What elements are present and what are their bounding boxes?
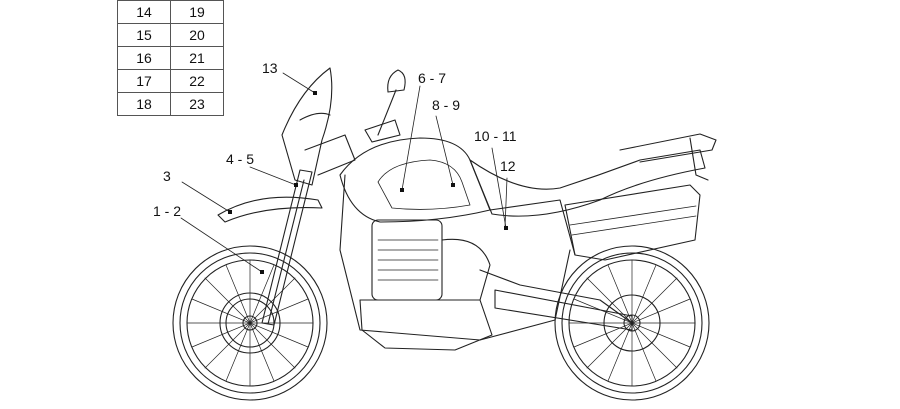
leader-lines <box>180 72 508 273</box>
table-row: 17 22 <box>117 69 224 93</box>
table-cell: 22 <box>170 69 224 93</box>
front-fork <box>261 169 313 326</box>
table-cell: 17 <box>117 69 171 93</box>
table-row: 14 19 <box>117 0 224 24</box>
front-fender <box>217 196 323 223</box>
callout-13: 13 <box>262 60 278 76</box>
frame <box>339 174 633 341</box>
windscreen-fairing <box>281 67 356 186</box>
front-wheel <box>172 245 328 401</box>
callout-dots <box>228 91 508 274</box>
callout-10-11: 10 - 11 <box>474 128 517 144</box>
fuel-tank <box>339 137 491 223</box>
callout-1-2: 1 - 2 <box>153 203 182 219</box>
luggage-rack <box>619 133 717 181</box>
table-cell: 21 <box>170 46 224 70</box>
callout-3: 3 <box>163 168 171 184</box>
table-cell: 14 <box>117 0 171 24</box>
table-row: 16 21 <box>117 46 224 70</box>
engine <box>359 219 493 351</box>
table-cell: 18 <box>117 92 171 116</box>
side-case <box>564 184 701 261</box>
mirror <box>364 69 406 143</box>
table-cell: 23 <box>170 92 224 116</box>
reference-number-table: 14 19 15 20 16 21 17 22 18 23 <box>117 0 224 116</box>
callout-12: 12 <box>500 158 516 174</box>
callout-6-7: 6 - 7 <box>418 70 447 86</box>
callout-8-9: 8 - 9 <box>432 97 461 113</box>
callout-4-5: 4 - 5 <box>226 151 255 167</box>
table-row: 18 23 <box>117 92 224 116</box>
seat <box>469 149 706 217</box>
table-cell: 19 <box>170 0 224 24</box>
swingarm <box>494 289 633 331</box>
table-cell: 20 <box>170 23 224 47</box>
